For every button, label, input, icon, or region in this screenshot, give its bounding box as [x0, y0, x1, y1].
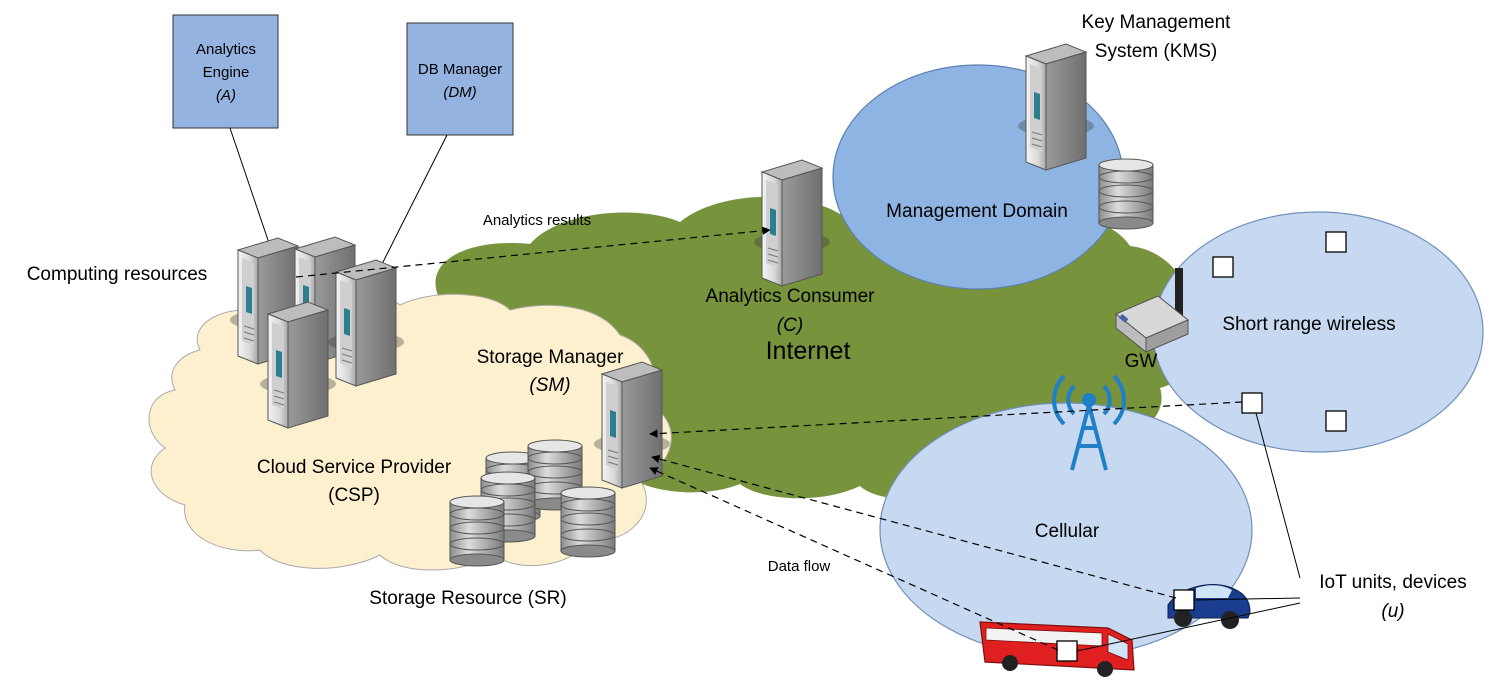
analytics-engine-label-1: Analytics — [196, 41, 256, 58]
bus-data-flow — [649, 467, 1059, 651]
car-data-flow — [651, 454, 1177, 599]
computing-resources-label: Computing resources — [27, 264, 208, 285]
db-manager-label-1: DB Manager — [418, 61, 502, 78]
analytics-engine-label-2: Engine — [203, 64, 250, 81]
storage-database-icon — [560, 486, 616, 558]
kms-database-icon — [1098, 158, 1154, 230]
analytics-consumer-label-1: Analytics Consumer — [706, 286, 876, 307]
iot-device-icon — [1173, 589, 1195, 611]
antenna-tower-icon — [1052, 374, 1126, 471]
analytics-consumer-label-2: (C) — [777, 315, 803, 336]
db-manager-label-2: (DM) — [443, 84, 476, 101]
data-flow-label: Data flow — [768, 558, 831, 575]
storage-resource-label: Storage Resource (SR) — [369, 588, 566, 609]
csp-label-1: Cloud Service Provider — [257, 457, 452, 478]
iot-device-icon — [1056, 640, 1078, 662]
analytics-engine-label-3: (A) — [216, 87, 236, 104]
iot-device-icon — [1325, 231, 1347, 253]
analytics-consumer-server-icon — [753, 159, 831, 287]
storage-manager-label-1: Storage Manager — [477, 347, 624, 368]
iot-connector — [1076, 602, 1301, 652]
analytics-engine-box: Analytics Engine (A) — [172, 14, 279, 129]
iot-label-2: (u) — [1381, 601, 1404, 622]
cellular-label: Cellular — [1035, 521, 1100, 542]
iot-device-icon — [1241, 392, 1263, 414]
router-icon — [1115, 268, 1189, 354]
kms-label-2: System (KMS) — [1095, 41, 1217, 62]
computing-server-icon — [259, 301, 337, 429]
analytics-results-label: Analytics results — [483, 212, 591, 229]
kms-label-1: Key Management — [1082, 12, 1232, 33]
db-manager-connector — [374, 134, 448, 279]
engine-connector — [229, 127, 271, 247]
iot-label-1: IoT units, devices — [1319, 572, 1467, 593]
iot-connector — [1255, 412, 1301, 579]
short-range-wireless-label: Short range wireless — [1222, 314, 1395, 335]
storage-database-icon — [449, 495, 505, 567]
internet-label: Internet — [766, 337, 851, 365]
short-range-data-flow — [649, 401, 1243, 438]
gw-label: GW — [1125, 351, 1158, 372]
db-manager-box: DB Manager (DM) — [406, 22, 514, 136]
iot-device-icon — [1325, 410, 1347, 432]
storage-manager-server-icon — [593, 361, 671, 489]
analytics-results-flow — [295, 226, 771, 278]
csp-label-2: (CSP) — [328, 485, 380, 506]
kms-server-icon — [1017, 43, 1095, 171]
storage-manager-label-2: (SM) — [529, 375, 570, 396]
computing-server-icon — [327, 259, 405, 387]
iot-device-icon — [1212, 256, 1234, 278]
iot-connector — [1193, 597, 1301, 601]
management-domain-label: Management Domain — [886, 201, 1068, 222]
